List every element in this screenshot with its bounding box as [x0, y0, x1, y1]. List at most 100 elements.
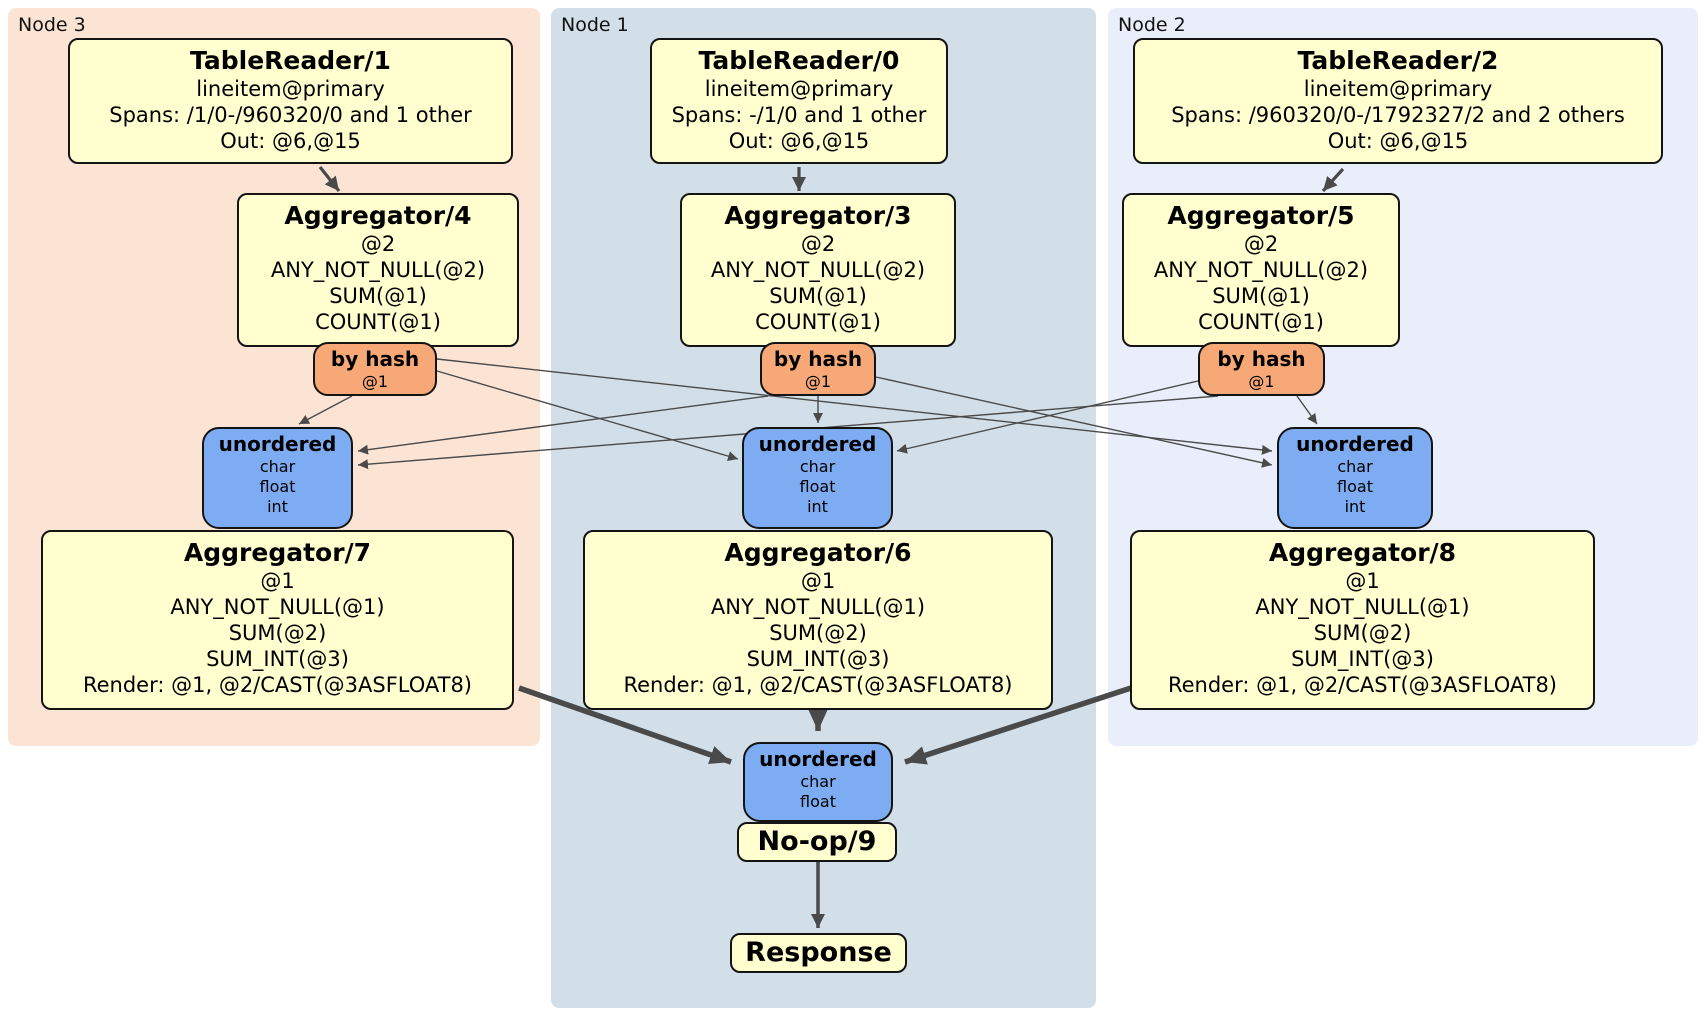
sync-column: float	[259, 477, 296, 496]
response-box: Response	[730, 933, 907, 973]
aggregator5-line: COUNT(@1)	[1198, 310, 1324, 334]
aggregator3-box: Aggregator/3 @2 ANY_NOT_NULL(@2) SUM(@1)…	[680, 193, 956, 347]
sync-title: unordered	[758, 432, 877, 456]
tablereader2-title: TableReader/2	[1297, 46, 1499, 75]
aggregator8-line: @1	[1345, 569, 1380, 593]
aggregator7-line: @1	[260, 569, 295, 593]
edge-router3-sync2	[436, 358, 1273, 455]
aggregator6-box: Aggregator/6 @1 ANY_NOT_NULL(@1) SUM(@2)…	[583, 530, 1053, 710]
sync-column: char	[1337, 457, 1373, 476]
tablereader1-spans: Spans: /1/0-/960320/0 and 1 other	[109, 103, 472, 127]
aggregator5-title: Aggregator/5	[1167, 201, 1355, 230]
aggregator5-line: @2	[1243, 232, 1279, 256]
sync-column: char	[259, 457, 296, 476]
aggregator4-line: ANY_NOT_NULL(@2)	[270, 258, 486, 282]
noop-title: No-op/9	[757, 826, 877, 857]
aggregator4-line: @2	[360, 232, 396, 256]
aggregator8-line: Render: @1, @2/CAST(@3ASFLOAT8)	[1167, 673, 1558, 697]
aggregator4-title: Aggregator/4	[284, 201, 472, 230]
tablereader2-box: TableReader/2 lineitem@primary Spans: /9…	[1133, 38, 1663, 164]
aggregator4-box: Aggregator/4 @2 ANY_NOT_NULL(@2) SUM(@1)…	[237, 193, 519, 347]
aggregator3-title: Aggregator/3	[724, 201, 912, 230]
edge-router3-sync3	[298, 395, 353, 425]
edge-agg8-outsync	[904, 685, 1132, 765]
edge-router2-sync1	[896, 380, 1199, 454]
tablereader1-box: TableReader/1 lineitem@primary Spans: /1…	[68, 38, 513, 164]
tablereader0-title: TableReader/0	[698, 46, 900, 75]
sync-column: int	[1344, 497, 1366, 516]
aggregator7-line: SUM_INT(@3)	[206, 647, 349, 671]
aggregator4-line: SUM(@1)	[329, 284, 427, 308]
edge-tr2-agg5	[1321, 167, 1345, 193]
aggregator7-line: Render: @1, @2/CAST(@3ASFLOAT8)	[82, 673, 473, 697]
edge-agg7-outsync	[518, 685, 732, 765]
edge-router3-sync1	[436, 370, 739, 461]
tablereader1-title: TableReader/1	[190, 46, 391, 75]
hash-router-detail: @1	[361, 372, 389, 391]
aggregator8-title: Aggregator/8	[1268, 538, 1457, 567]
tablereader1-index: lineitem@primary	[196, 77, 385, 101]
sync-title: unordered	[1296, 432, 1414, 456]
aggregator7-title: Aggregator/7	[183, 538, 372, 567]
hash-router-node3: by hash @1	[313, 342, 437, 396]
unordered-sync-node3: unordered char float int	[202, 427, 353, 529]
edge-router2-sync2	[1296, 395, 1318, 425]
hash-router-title: by hash	[773, 347, 863, 371]
aggregator8-line: ANY_NOT_NULL(@1)	[1255, 595, 1470, 619]
hash-router-node2: by hash @1	[1198, 342, 1325, 396]
hash-router-node1: by hash @1	[760, 342, 876, 396]
sync-column: char	[800, 772, 836, 791]
tablereader1-out: Out: @6,@15	[220, 129, 361, 153]
sync-column: float	[1337, 477, 1373, 496]
unordered-sync-node2: unordered char float int	[1277, 427, 1433, 529]
hash-router-detail: @1	[804, 372, 832, 391]
aggregator6-title: Aggregator/6	[724, 538, 912, 567]
aggregator6-line: SUM(@2)	[769, 621, 867, 645]
aggregator8-box: Aggregator/8 @1 ANY_NOT_NULL(@1) SUM(@2)…	[1130, 530, 1595, 710]
tablereader0-out: Out: @6,@15	[728, 129, 870, 153]
aggregator7-box: Aggregator/7 @1 ANY_NOT_NULL(@1) SUM(@2)…	[41, 530, 514, 710]
aggregator5-line: SUM(@1)	[1212, 284, 1310, 308]
aggregator7-line: ANY_NOT_NULL(@1)	[170, 595, 385, 619]
tablereader0-spans: Spans: -/1/0 and 1 other	[671, 103, 927, 127]
aggregator8-line: SUM_INT(@3)	[1291, 647, 1434, 671]
aggregator6-line: ANY_NOT_NULL(@1)	[710, 595, 926, 619]
sync-column: float	[799, 477, 836, 496]
aggregator3-line: ANY_NOT_NULL(@2)	[710, 258, 926, 282]
tablereader2-spans: Spans: /960320/0-/1792327/2 and 2 others	[1171, 103, 1625, 127]
sync-column: int	[267, 497, 288, 516]
sync-column: int	[807, 497, 828, 516]
aggregator6-line: Render: @1, @2/CAST(@3ASFLOAT8)	[623, 673, 1013, 697]
noop-box: No-op/9	[737, 822, 897, 862]
sync-title: unordered	[759, 747, 877, 771]
aggregator8-line: SUM(@2)	[1313, 621, 1412, 645]
hash-router-title: by hash	[1217, 347, 1306, 371]
edge-router1-sync2	[875, 376, 1273, 468]
unordered-sync-node1: unordered char float int	[742, 427, 893, 529]
unordered-sync-output: unordered char float	[743, 742, 893, 822]
aggregator3-line: @2	[800, 232, 836, 256]
hash-router-title: by hash	[330, 347, 420, 371]
node1-label: Node 1	[561, 14, 629, 36]
aggregator4-line: COUNT(@1)	[315, 310, 441, 334]
tablereader2-out: Out: @6,@15	[1327, 129, 1469, 153]
edge-router1-sync3	[357, 395, 769, 455]
response-title: Response	[745, 937, 892, 968]
sync-column: float	[800, 792, 836, 811]
sync-title: unordered	[218, 432, 337, 456]
edge-tr1-agg4	[318, 166, 341, 192]
aggregator6-line: @1	[800, 569, 836, 593]
node3-label: Node 3	[18, 14, 86, 36]
aggregator5-line: ANY_NOT_NULL(@2)	[1153, 258, 1369, 282]
aggregator7-line: SUM(@2)	[228, 621, 327, 645]
aggregator5-box: Aggregator/5 @2 ANY_NOT_NULL(@2) SUM(@1)…	[1122, 193, 1400, 347]
node2-label: Node 2	[1118, 14, 1186, 36]
hash-router-detail: @1	[1248, 372, 1275, 391]
aggregator3-line: COUNT(@1)	[755, 310, 881, 334]
aggregator3-line: SUM(@1)	[769, 284, 867, 308]
tablereader0-index: lineitem@primary	[704, 77, 894, 101]
sync-column: char	[799, 457, 836, 476]
tablereader2-index: lineitem@primary	[1303, 77, 1493, 101]
